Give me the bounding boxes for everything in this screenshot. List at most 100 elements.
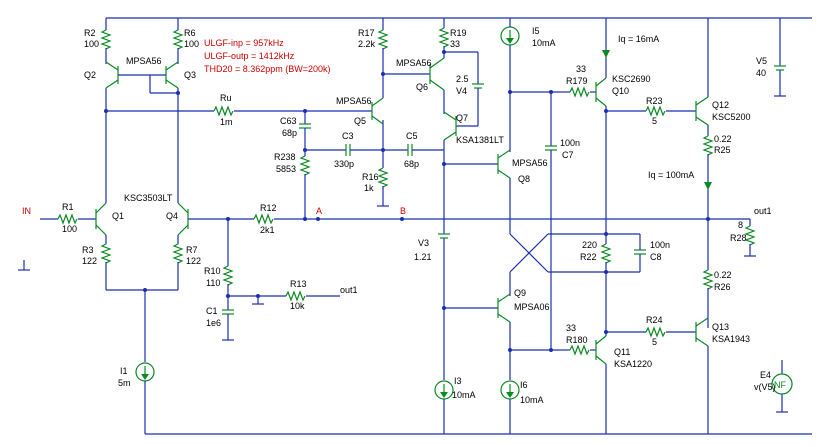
q13-type: KSA1943 [712,334,750,344]
net-label-a: A [316,206,322,216]
resistor-r19 [439,27,449,48]
q6-type: MPSA56 [396,58,432,68]
r3-value: 122 [82,256,97,266]
transistor-q5 [371,97,384,125]
i3-name: I3 [454,376,462,386]
net-label-out1-left: out1 [340,285,358,295]
resistor-r180 [569,345,590,355]
capacitor-c63 [299,123,311,129]
i3-value: 10mA [452,390,476,400]
resistor-r23 [645,106,666,116]
net-label-in: IN [22,206,31,216]
transistor-q9 [497,293,511,323]
r12-value: 2k1 [260,225,275,235]
resistor-r238 [300,155,310,176]
c8-value: 100n [650,240,670,250]
c7-value: 100n [560,138,580,148]
q12-name: Q12 [712,100,729,110]
q6-name: Q6 [416,82,428,92]
c63-name: C63 [280,116,297,126]
q3-name: Q3 [184,70,196,80]
r22-name: R22 [580,252,597,262]
r10-name: R10 [204,266,221,276]
q10-name: Q10 [612,86,629,96]
e4-value: v(V5) [754,382,776,392]
r180-name: R180 [566,335,588,345]
q4-name: Q4 [166,211,178,221]
transistor-q11 [595,335,607,365]
transistor-q2 [105,61,119,89]
q7-type: KSA1381LT [456,135,504,145]
resistor-r13 [285,291,306,301]
r2-name: R2 [84,28,96,38]
q12-type: KSC5200 [712,112,751,122]
voltage-source-v5 [774,65,786,71]
resistor-ru [213,106,234,116]
resistor-r12 [253,214,274,224]
capacitor-c1 [222,309,234,315]
resistor-r26 [703,269,713,290]
v5-value: 40 [756,68,766,78]
r3-name: R3 [82,245,94,255]
r12-name: R12 [260,203,277,213]
v3-value: 1.21 [414,252,432,262]
current-source-i5 [500,26,520,46]
q1-name: Q1 [112,211,124,221]
r1-name: R1 [62,202,74,212]
r28-name: R28 [730,233,747,243]
resistor-r2 [101,29,111,50]
r13-value: 10k [290,301,305,311]
transistor-q8 [497,149,511,179]
r7-value: 122 [186,256,201,266]
iq-arrow-top [602,50,610,58]
i1-name: I1 [120,366,128,376]
q2q3-type: MPSA56 [126,56,162,66]
resistor-r3 [101,243,111,264]
transistor-q10 [595,77,607,107]
q2-name: Q2 [84,70,96,80]
transistor-q3 [165,61,179,89]
transistor-q13 [695,317,709,347]
transistor-q6 [429,57,445,91]
e4-symbol-label: NF [774,380,786,390]
r1-value: 100 [62,224,77,234]
resistor-r25 [703,135,713,156]
i1-value: 5m [118,378,131,388]
annotation-ulgf-inp: ULGF-inp = 957kHz [204,38,284,48]
resistor-r28 [745,225,755,246]
r17-value: 2.2k [358,39,376,49]
transistor-q7 [443,111,457,141]
c5-value: 68p [404,159,419,169]
net-label-b: B [400,206,406,216]
r26-name: R26 [714,282,731,292]
ground-symbol-in [18,260,30,271]
r6-value: 100 [184,39,199,49]
i5-name: I5 [532,26,540,36]
capacitor-c5 [407,144,413,156]
r28-value: 8 [738,220,743,230]
resistor-r7 [173,243,183,264]
capacitor-c3 [345,144,351,156]
r24-value: 5 [652,337,657,347]
r23-value: 5 [652,116,657,126]
q13-name: Q13 [712,322,729,332]
current-source-i1 [135,362,155,382]
resistor-r22 [601,243,611,264]
q1q4-type: KSC3503LT [124,193,173,203]
resistor-r10 [223,265,233,286]
current-source-i3 [434,380,454,400]
r6-name: R6 [184,28,196,38]
ru-value: 1m [220,117,233,127]
r13-name: R13 [290,279,307,289]
i6-value: 10mA [520,395,544,405]
capacitor-c7 [545,145,557,151]
c1-value: 1e6 [206,318,221,328]
voltage-source-v4 [472,83,484,89]
r19-value: 33 [450,39,460,49]
voltage-source-v3 [438,233,450,239]
r238-value: 5853 [276,164,296,174]
q5-type: MPSA56 [336,96,372,106]
iq-16ma-label: Iq = 16mA [618,34,659,44]
transistor-q4 [177,202,189,236]
